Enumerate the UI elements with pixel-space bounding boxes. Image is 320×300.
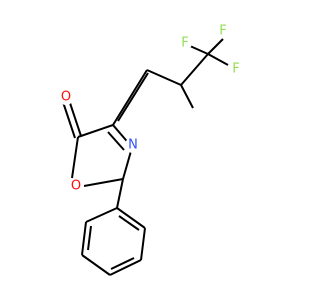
ring-oxygen-label: O [71,179,81,194]
bond-c5-o1 [71,136,79,179]
ring-nitrogen-label: N [128,138,138,153]
bond-n3-c2 [122,150,132,180]
carbonyl-oxygen-label: O [61,90,71,105]
bond-c2-phenyl [116,178,124,209]
bond-c5-c4 [77,124,114,138]
bond-cf-1 [189,45,209,55]
fluorine-3-label: F [232,62,239,77]
bond-cf-2 [207,38,224,55]
bond-ch-cf3 [180,53,209,86]
atom-fluorine-3: F [229,62,243,77]
phenyl-ring [81,207,146,276]
atom-fluorine-1: F [178,36,192,51]
atom-ring-nitrogen: N [125,137,141,153]
fluorine-2-label: F [219,24,226,39]
bond-carbonyl-double [62,99,82,139]
atom-fluorine-2: F [216,24,230,39]
molecule-structure: O O N F F F [58,23,243,276]
bond-ch-methyl [180,84,194,109]
atom-ring-oxygen: O [68,178,84,194]
fluorine-1-label: F [181,36,188,51]
bond-ch-ch [146,69,182,86]
atom-carbonyl-oxygen: O [58,89,74,105]
bond-cf-3 [207,53,229,66]
bond-c4-ch-double [112,69,149,126]
bond-c2-o1 [83,178,124,187]
